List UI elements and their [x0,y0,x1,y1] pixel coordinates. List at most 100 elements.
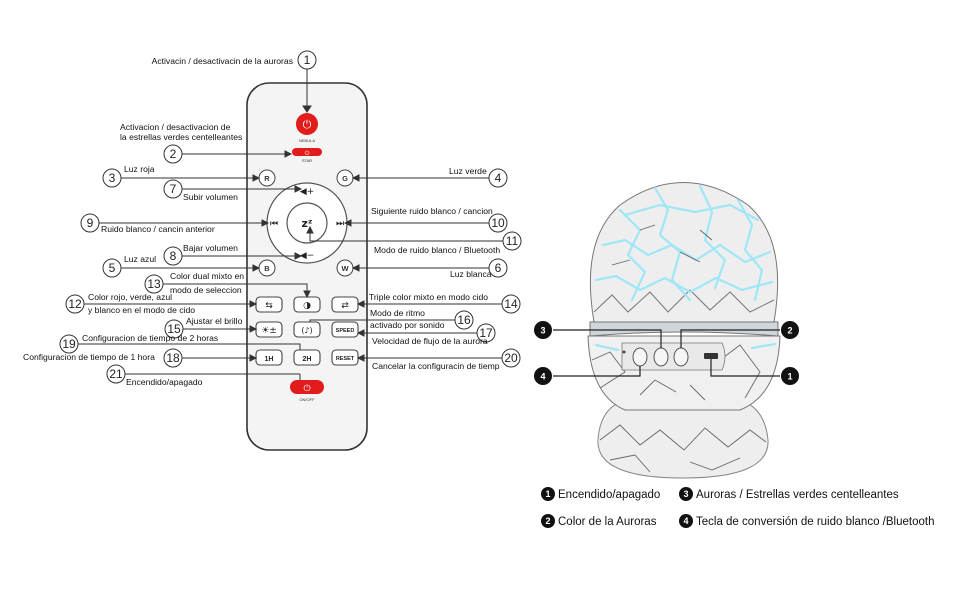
callout-marker-21: 21 [106,364,126,384]
device-marker-4: 4 [534,367,552,385]
svg-text:18: 18 [166,351,180,365]
next-icon[interactable]: ⏭ [336,219,344,229]
svg-text:5: 5 [109,261,116,275]
arrow-15 [249,325,258,333]
callout-label-11: Modo de ruido blanco / Bluetooth [374,245,500,255]
device-markers: 3 2 4 1 [534,321,799,385]
callout-label-5: Luz azul [124,254,156,264]
nebula-button[interactable] [296,113,318,135]
leader-11 [309,230,503,242]
callout-marker-7: 7 [163,179,183,199]
legend-text-2: Color de la Auroras [558,516,657,528]
device-button-2[interactable] [673,347,689,367]
green-key-label: G [342,174,348,183]
dome-crack-3 [698,184,727,290]
legend-number-2: 2 [545,516,550,526]
arrow-11 [306,225,314,234]
callout-marker-15: 15 [164,319,184,339]
arrow-2 [284,150,293,158]
device-button-4[interactable] [632,347,648,367]
callout-label-20: Cancelar la configuracin de tiemp [372,361,500,371]
callout-label-1: Activacin / desactivacin de la auroras [152,56,293,66]
volume-down-icon[interactable]: ◀− [300,251,314,261]
egg-base [597,399,769,479]
cycle-icon: ⇆ [265,301,273,311]
arrow-13 [303,290,311,299]
callout-label-16-line2: activado por sonido [370,320,445,330]
legend-number-4: 4 [683,516,688,526]
callout-marker-11: 11 [502,231,522,251]
base-cracks-2 [609,454,741,473]
egg-device [587,182,781,479]
svg-text:21: 21 [109,367,123,381]
callout-label-15: Ajustar el brillo [186,316,243,326]
callout-label-16: Modo de ritmo activado por sonido [370,308,445,330]
star-caption: STAR [302,158,312,163]
callout-marker-3: 3 [102,168,122,188]
callout-marker-18: 18 [163,348,183,368]
device-marker-3: 3 [534,321,552,339]
device-leader-3 [553,329,662,348]
callout-label-9: Ruido blanco / cancin anterior [101,224,215,234]
rhythm-mode-button[interactable] [293,321,321,338]
callout-label-16-line1: Modo de ritmo [370,308,425,318]
arrow-8 [294,252,303,260]
onoff-button[interactable] [290,380,324,394]
dual-color-icon: ◑ [303,301,311,311]
arrow-14 [356,300,365,308]
previous-icon[interactable]: ⏮ [270,219,278,229]
control-panel [621,342,726,371]
callout-marker-10: 10 [488,213,508,233]
svg-text:3: 3 [109,171,116,185]
legend-item-3: 3 Auroras / Estrellas verdes centelleant… [679,487,899,501]
star-power-icon: ⏻ [305,150,310,157]
callout-label-21: Encendido/apagado [126,377,203,387]
legend-marker-1 [541,487,555,501]
arrow-4 [351,174,360,182]
sound-rhythm-icon: (♪) [301,326,312,335]
callout-label-13-line2: modo de seleccion [170,285,242,295]
callout-label-2-line1: Activacion / desactivacion de [120,122,231,132]
arrow-3 [252,174,261,182]
onoff-caption: ON/OFF [299,397,315,402]
lower-cracks [591,344,761,401]
svg-text:14: 14 [504,297,518,311]
legend-number-3: 3 [683,489,688,499]
svg-text:4: 4 [540,372,545,382]
svg-text:1: 1 [787,372,792,382]
arrow-9 [261,219,270,227]
leader-16 [309,319,455,322]
white-key-label: W [341,264,349,273]
callout-label-10: Siguiente ruido blanco / cancion [371,206,493,216]
star-button[interactable] [292,148,322,156]
callout-label-12-line1: Color rojo, verde, azul [88,292,172,302]
device-leader-2 [680,329,780,348]
legend: 1 Encendido/apagado 3 Auroras / Estrella… [541,487,934,528]
white-noise-mode-button[interactable] [286,202,328,244]
device-button-3[interactable] [653,347,669,367]
leader-19 [78,343,301,350]
legend-number-1: 1 [545,489,550,499]
arrow-20 [356,354,365,362]
callout-marker-5: 5 [102,258,122,278]
svg-text:4: 4 [495,171,502,185]
svg-text:2: 2 [170,147,177,161]
timer-2h-button[interactable] [293,349,321,366]
legend-marker-4 [679,514,693,528]
callout-labels: Activacin / desactivacin de la auroras A… [23,56,500,387]
callout-leaders [78,69,503,380]
callout-label-6: Luz blanca [450,269,492,279]
callout-marker-12: 12 [65,294,85,314]
svg-text:7: 7 [170,182,177,196]
speed-button[interactable] [331,321,359,338]
svg-text:1: 1 [304,53,311,67]
callout-marker-4: 4 [488,168,508,188]
svg-text:11: 11 [506,234,519,248]
callout-marker-14: 14 [501,294,521,314]
volume-up-icon[interactable]: ◀+ [300,187,314,197]
svg-text:6: 6 [495,261,502,275]
device-leader-1 [710,359,780,377]
reset-label: RESET [336,356,355,362]
callout-marker-6: 6 [488,258,508,278]
